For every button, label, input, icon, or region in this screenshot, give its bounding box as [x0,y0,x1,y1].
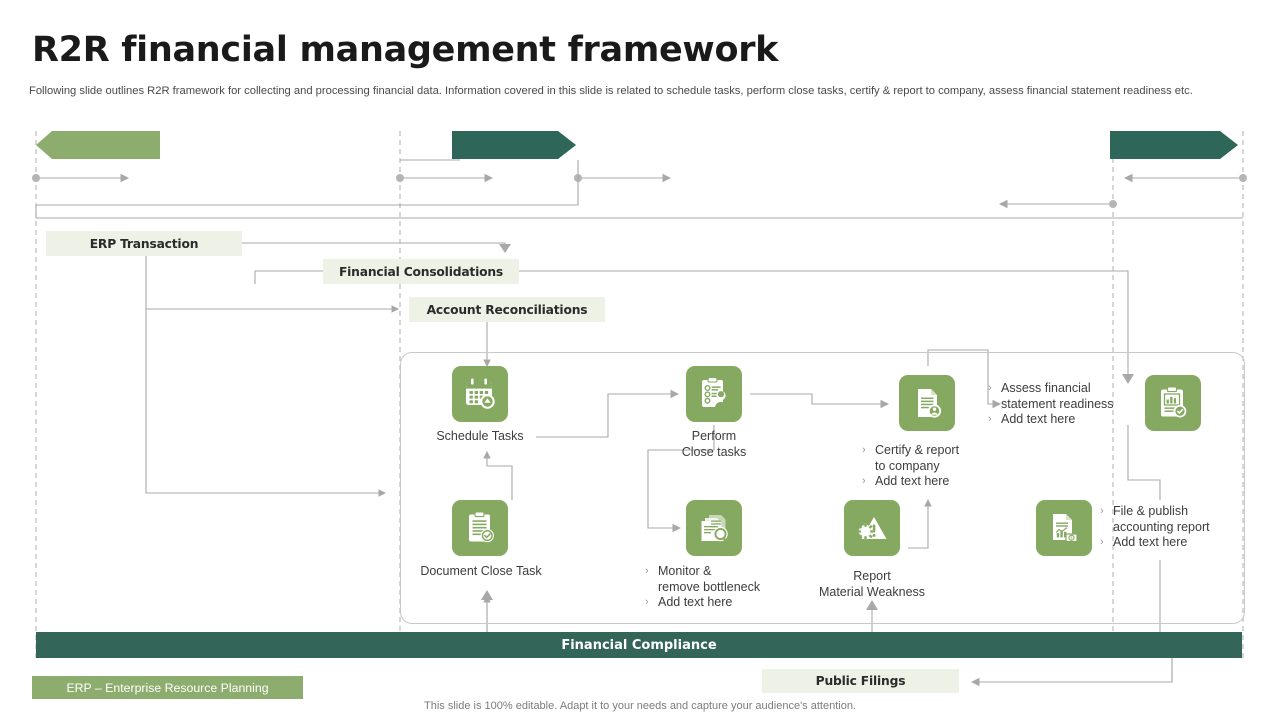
bullet-item: › Certify & report to company [862,443,960,473]
label-financial-consolidations: Financial Consolidations [323,259,519,284]
gear-warning-icon [844,500,900,556]
bullet-item: › Add text here [862,474,950,488]
bullet-item: › Add text here [645,595,733,609]
chevron-bullet-icon: › [988,382,992,394]
bullet-item: › Monitor & remove bottleneck [645,564,761,594]
page-subtitle: Following slide outlines R2R framework f… [29,85,1193,97]
chevron-bullet-icon: › [1100,505,1104,517]
bullet-item: › Add text here [1100,535,1188,549]
document-search-icon [686,500,742,556]
checklist-person-icon [686,366,742,422]
chevron-bullet-icon: › [862,444,866,456]
financial-report-icon: $ [1036,500,1092,556]
chevron-bullet-icon: › [645,596,649,608]
bullets-monitor-bottleneck: › Monitor & remove bottleneck › Add text… [645,564,795,611]
chevron-bullet-icon: › [988,413,992,425]
caption-report-material-weakness: Report Material Weakness [818,569,926,599]
clipboard-chart-check-icon [1145,375,1201,431]
bullets-certify-report: › Certify & report to company › Add text… [862,443,1002,490]
caption-perform-close-tasks: Perform Close tasks [681,429,747,459]
document-verify-icon [899,375,955,431]
chevron-bullet-icon: › [645,565,649,577]
label-public-filings: Public Filings [762,669,959,693]
page-title: R2R financial management framework [32,30,779,70]
banner-right [1110,131,1238,159]
label-account-reconciliations: Account Reconciliations [409,297,605,322]
bullet-item: › Assess financial statement readiness [988,381,1114,411]
bullet-item: › File & publish accounting report [1100,504,1210,534]
svg-text:$: $ [1070,535,1073,540]
caption-schedule-tasks: Schedule Tasks [436,429,524,443]
bullets-assess-readiness: › Assess financial statement readiness ›… [988,381,1138,428]
footer-note: This slide is 100% editable. Adapt it to… [424,700,856,712]
chevron-bullet-icon: › [862,475,866,487]
banner-left [36,131,160,159]
caption-document-close-task: Document Close Task [420,564,542,578]
process-container [400,352,1245,624]
banner-middle [452,131,576,159]
calendar-clock-icon [452,366,508,422]
clipboard-check-icon [452,500,508,556]
label-erp-transaction: ERP Transaction [46,231,242,256]
chevron-bullet-icon: › [1100,536,1104,548]
legend-erp: ERP – Enterprise Resource Planning [32,676,303,699]
bullets-file-publish: › File & publish accounting report › Add… [1100,504,1250,551]
bullet-item: › Add text here [988,412,1076,426]
financial-compliance-bar: Financial Compliance [36,632,1242,658]
